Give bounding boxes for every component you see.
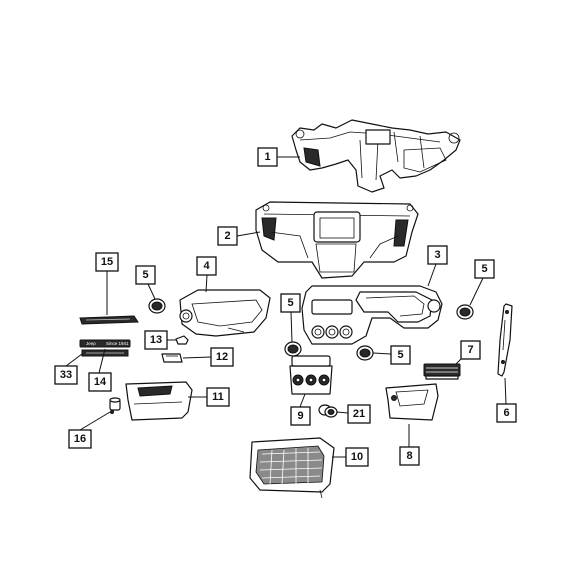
svg-text:9: 9 <box>297 410 303 422</box>
svg-text:7: 7 <box>467 344 473 356</box>
callout-10: 10 <box>345 447 369 467</box>
svg-text:3: 3 <box>434 249 440 261</box>
svg-text:11: 11 <box>212 391 224 403</box>
svg-text:21: 21 <box>353 408 365 420</box>
callout-33: 33 <box>54 365 78 385</box>
callout-1: 1 <box>257 147 278 167</box>
svg-text:15: 15 <box>101 256 113 268</box>
svg-text:5: 5 <box>142 269 148 281</box>
svg-text:16: 16 <box>74 433 86 445</box>
callout-5a: 5 <box>135 265 156 285</box>
part-6-side-trim <box>497 303 513 377</box>
callout-8: 8 <box>399 446 420 466</box>
svg-text:5: 5 <box>481 263 487 275</box>
part-5-vent-b <box>456 304 474 320</box>
part-9-climate-bezel <box>289 355 333 395</box>
svg-text:10: 10 <box>351 451 363 463</box>
part-8-lower-trim <box>385 383 439 421</box>
part-12-latch-bracket <box>161 353 183 363</box>
part-2-upper-dash <box>255 201 419 279</box>
badge-right-text: Since 1941 <box>106 341 129 346</box>
callout-11: 11 <box>206 387 230 407</box>
svg-text:13: 13 <box>150 334 162 346</box>
svg-text:8: 8 <box>406 450 412 462</box>
callout-6: 6 <box>496 403 517 423</box>
callout-5b: 5 <box>474 259 495 279</box>
part-1-panel-frame <box>291 119 461 193</box>
callout-4: 4 <box>196 256 217 276</box>
svg-text:5: 5 <box>397 349 403 361</box>
callout-5d: 5 <box>390 345 411 365</box>
callout-15: 15 <box>95 252 119 272</box>
part-11-glovebox-door <box>125 381 193 421</box>
part-13-clip <box>175 335 189 345</box>
svg-text:1: 1 <box>264 151 270 163</box>
callout-3: 3 <box>427 245 448 265</box>
part-10-storage-net <box>249 437 335 499</box>
part-21-socket <box>318 404 338 418</box>
callout-5c: 5 <box>280 293 301 313</box>
callout-13: 13 <box>144 330 168 350</box>
svg-text:6: 6 <box>503 407 509 419</box>
part-4-passenger-panel <box>179 289 271 337</box>
svg-text:14: 14 <box>94 376 107 388</box>
callout-16: 16 <box>68 429 92 449</box>
svg-text:2: 2 <box>224 230 230 242</box>
svg-text:12: 12 <box>216 351 228 363</box>
callout-12: 12 <box>210 347 234 367</box>
callout-2: 2 <box>217 226 238 246</box>
part-16-knob <box>109 397 121 414</box>
part-15-trim-applique <box>79 315 139 325</box>
svg-text:5: 5 <box>287 297 293 309</box>
callout-21: 21 <box>347 404 371 424</box>
part-5-vent-a <box>148 298 166 314</box>
callout-7: 7 <box>460 340 481 360</box>
part-5-vent-c <box>284 341 302 357</box>
svg-text:33: 33 <box>60 369 72 381</box>
leader-lines <box>65 156 507 458</box>
part-14-badge-plate: Jeep Since 1941 <box>79 339 131 348</box>
callout-9: 9 <box>290 406 311 426</box>
callout-14: 14 <box>88 372 112 392</box>
badge-left-text: Jeep <box>86 341 96 346</box>
part-7-vent-grille <box>423 363 461 380</box>
part-3-panel-bezel <box>301 285 443 345</box>
svg-text:4: 4 <box>203 260 210 272</box>
part-5-vent-d <box>356 345 374 361</box>
